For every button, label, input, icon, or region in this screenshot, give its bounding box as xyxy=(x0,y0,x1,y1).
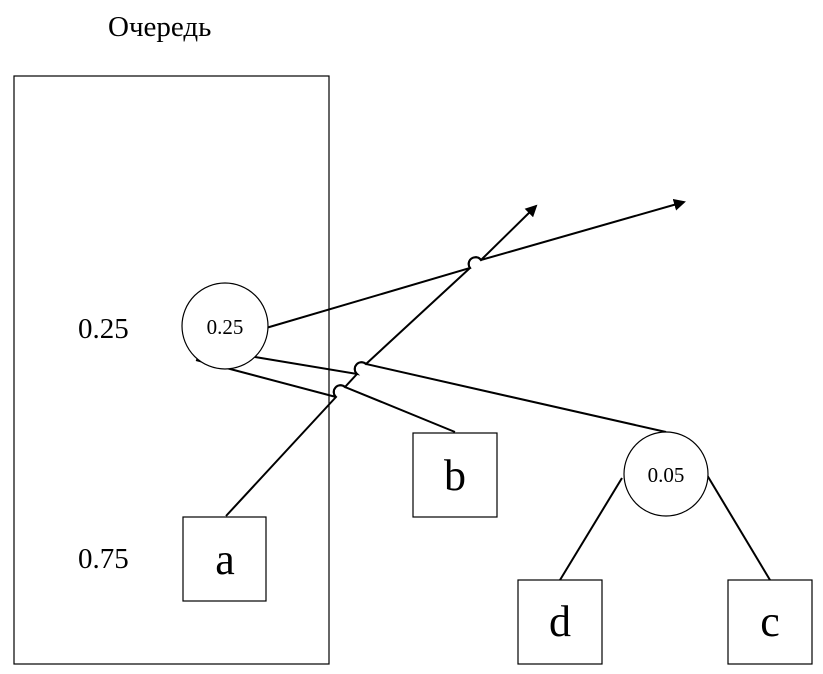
queue-weight-lower: 0.75 xyxy=(78,543,129,575)
queue-title: Очередь xyxy=(108,11,211,43)
leaf-b-box xyxy=(412,432,498,518)
queue-container xyxy=(13,75,330,665)
leaf-a-label: a xyxy=(215,535,235,584)
node-005-to-c-edge xyxy=(706,474,771,581)
queue-weight-upper: 0.25 xyxy=(78,313,129,345)
node-025-to-node-005-edge xyxy=(254,356,667,433)
leaf-a-box xyxy=(182,516,267,602)
root-upward-arrow-link xyxy=(265,198,686,329)
node-005-label: 0.05 xyxy=(648,463,685,487)
leaf-d-box xyxy=(517,579,603,665)
node-005-to-d-edge xyxy=(559,477,623,581)
node-025-circle xyxy=(181,282,269,370)
leaf-d-label: d xyxy=(549,597,571,646)
leaf-c-label: c xyxy=(760,597,780,646)
leaf-b-label: b xyxy=(444,451,466,500)
node-005-circle xyxy=(623,431,709,517)
node-025-label: 0.25 xyxy=(207,315,244,339)
node-025-to-b-edge xyxy=(195,359,456,433)
leaf-c-box xyxy=(727,579,813,665)
